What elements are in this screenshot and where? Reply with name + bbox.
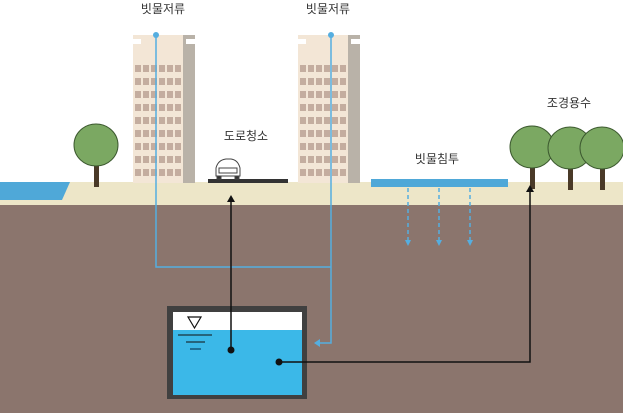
tree-icon: [547, 126, 593, 190]
tree-icon: [509, 125, 555, 189]
apartment-building: [298, 35, 360, 183]
reuse-pipe: [230, 190, 531, 363]
label-infiltration: 빗물침투: [414, 152, 460, 166]
apartment-building: [133, 35, 195, 183]
rain-pipe: [155, 35, 332, 344]
label-storage-left: 빗물저류: [140, 2, 186, 16]
arrow-icon: [405, 240, 411, 246]
pump-dot: [227, 346, 235, 354]
inlet-dot: [153, 32, 159, 38]
river: [0, 182, 70, 200]
label-landscape-water: 조경용수: [546, 96, 592, 110]
soil: [0, 205, 623, 413]
arrow-icon: [467, 240, 473, 246]
infiltration-pavement: [371, 179, 508, 187]
car-icon: [215, 158, 241, 180]
arrow-icon: [436, 240, 442, 246]
arrow-icon: [314, 339, 320, 347]
tree-icon: [579, 126, 623, 190]
road: [208, 179, 288, 183]
label-storage-right: 빗물저류: [305, 2, 351, 16]
label-road-cleaning: 도로청소: [223, 129, 269, 143]
arrow-icon: [526, 185, 534, 192]
arrow-icon: [227, 195, 235, 202]
pump-dot: [275, 358, 283, 366]
water-level-icon: [178, 316, 212, 350]
tree-icon: [73, 123, 119, 187]
inlet-dot: [328, 32, 334, 38]
